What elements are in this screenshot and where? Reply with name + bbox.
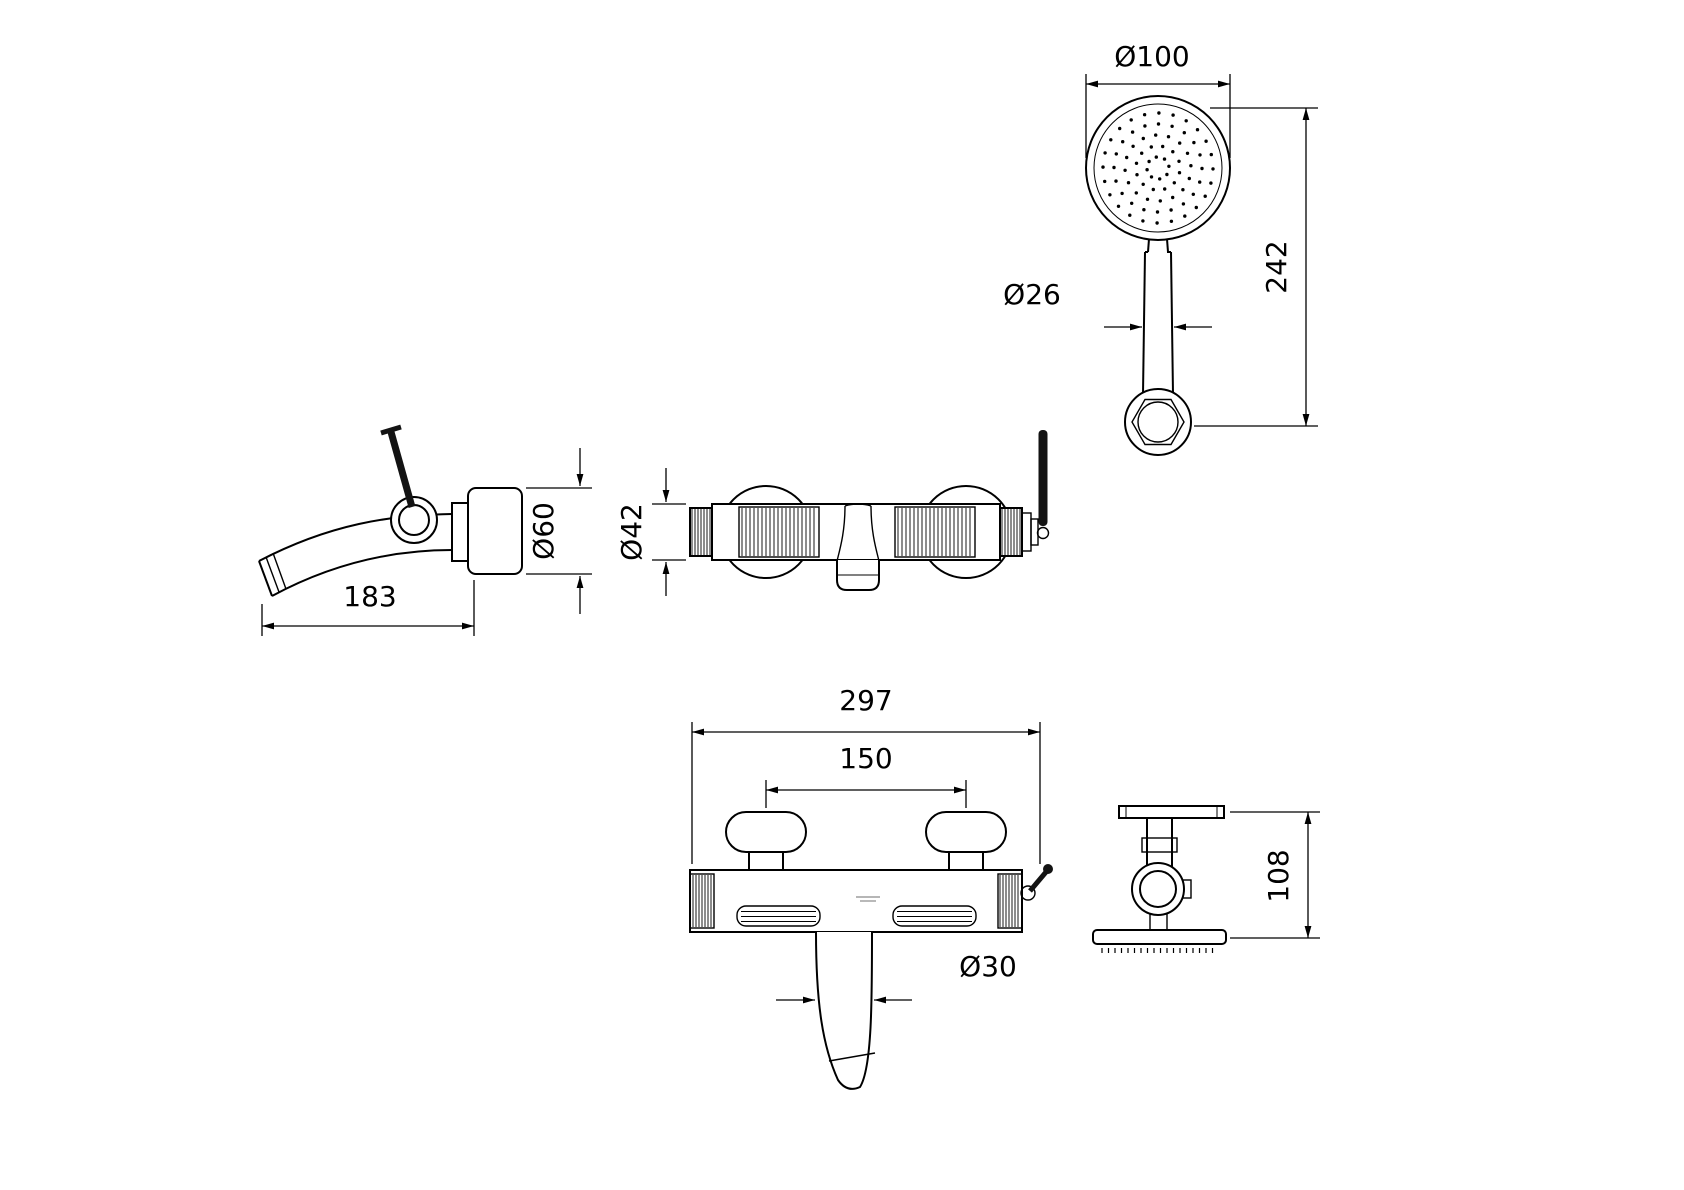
left-end-cap [689,507,713,557]
mixer-body [711,503,1001,561]
knurled-ring-left [738,506,820,558]
left-wall-mount [725,811,807,871]
front-grip-right [892,905,977,927]
shower-head [1085,95,1231,241]
dim-spout-projection: 183 [261,580,475,636]
shower-connector-nut [1124,388,1192,456]
side-wall-plate [1118,805,1225,819]
dim-label-handle-diameter: Ø26 [1003,278,1061,311]
dim-flange-diameter: Ø60 [526,448,592,614]
top-view-handle [1021,430,1050,552]
side-body-ring [1131,862,1185,916]
wall-spout-view: Ø60 183 [258,424,592,636]
mixer-side-view: 108 [1092,805,1320,953]
dim-overall-width: 297 [691,684,1041,864]
front-view-handle [1020,864,1053,901]
dim-label-spout-diameter: Ø30 [959,950,1017,983]
spout-collar [451,502,469,562]
dim-label-mounting-centers: 150 [839,742,892,775]
dim-label-body-diameter: Ø42 [615,503,648,561]
dim-depth: 108 [1230,811,1320,939]
dim-label-shower-length: 242 [1260,240,1293,293]
right-end-cap [999,507,1023,557]
side-shower-plate [1092,929,1227,953]
dim-label-spout-projection: 183 [343,580,396,613]
spout-handle [380,424,438,544]
front-left-cap [689,873,715,929]
shower-handle [1142,238,1174,395]
hand-shower-view: Ø100 Ø26 [1003,40,1318,456]
mixer-front-view: 297 150 [689,684,1053,1090]
dim-label-head-diameter: Ø100 [1114,40,1189,73]
front-right-cap [997,873,1023,929]
spout-stub [836,503,880,591]
shower-face-dots [1101,111,1215,225]
dim-label-overall-width: 297 [839,684,892,717]
right-wall-mount [925,811,1007,871]
knurled-ring-right [894,506,976,558]
front-grip-left [736,905,821,927]
dim-label-depth: 108 [1262,849,1295,902]
front-spout [815,931,876,1090]
nozzle-ticks [1101,948,1214,953]
brand-mark [856,896,880,902]
dim-label-flange-diameter: Ø60 [527,502,560,560]
dim-head-diameter: Ø100 [1085,40,1231,158]
dim-shower-length: 242 [1194,107,1318,427]
mixer-top-view: Ø42 [615,430,1050,596]
dim-body-diameter: Ø42 [615,468,686,596]
dim-handle-diameter: Ø26 [1003,278,1212,331]
dim-mounting-centers: 150 [765,742,967,808]
spout-wall-flange [467,487,523,575]
side-stem [1146,817,1173,869]
dim-spout-diameter: Ø30 [776,950,1017,1004]
side-collar [1141,837,1178,853]
